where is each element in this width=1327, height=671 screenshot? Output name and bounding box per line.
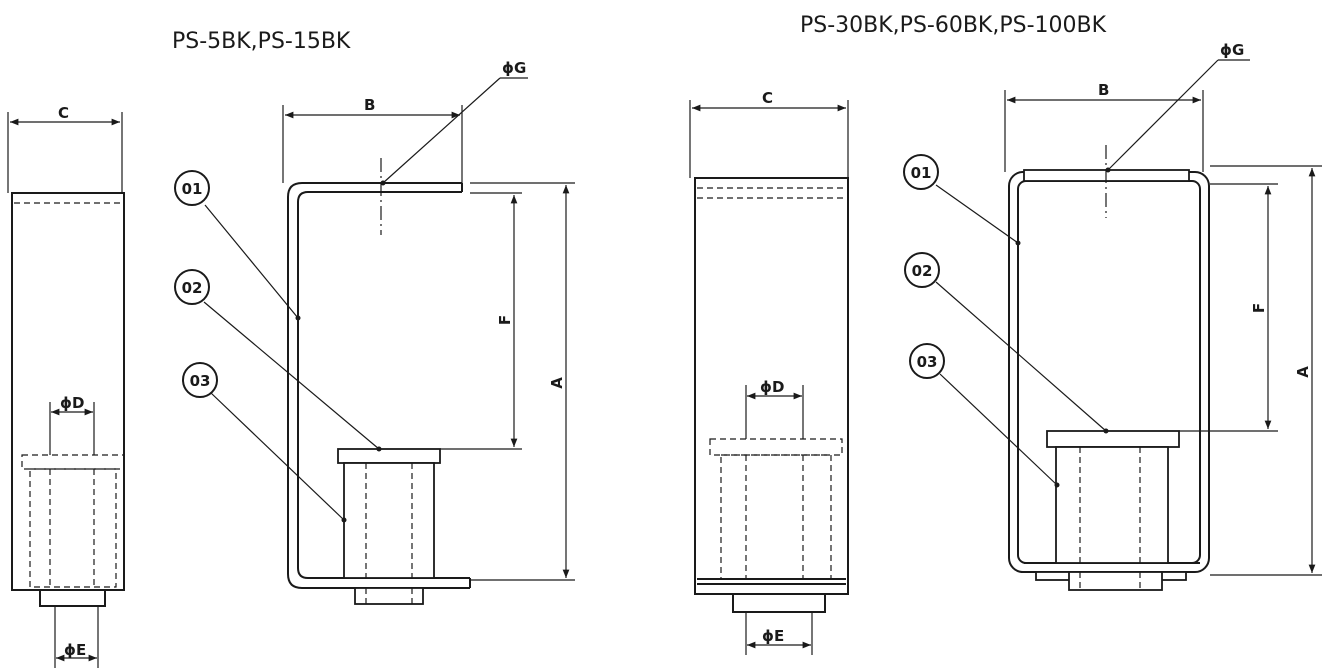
balloon-01-right: [903, 154, 939, 190]
balloon-03-right-label: 03: [917, 353, 938, 371]
left-front-view: B ϕG F A 01 02 03: [174, 59, 575, 605]
dim-a-left: A: [548, 377, 566, 389]
dim-g-right: ϕG: [1220, 41, 1244, 59]
dim-c-right: C: [762, 89, 773, 107]
balloon-02-right: [904, 252, 940, 288]
balloon-01-left: [174, 170, 210, 206]
balloon-03-left: [182, 362, 218, 398]
balloon-02-right-label: 02: [912, 262, 933, 280]
balloon-02-left-label: 02: [182, 279, 203, 297]
dim-c-left: C: [58, 104, 69, 122]
right-front-view: B ϕG F A 01 02 03: [903, 41, 1322, 591]
dim-b-right: B: [1098, 81, 1109, 99]
dim-a-right: A: [1294, 366, 1312, 378]
dim-g-left: ϕG: [502, 59, 526, 77]
balloon-01-left-label: 01: [182, 180, 203, 198]
title-right: PS-30BK,PS-60BK,PS-100BK: [800, 13, 1107, 38]
left-side-view: C ϕD ϕE: [7, 104, 125, 668]
right-side-view: C ϕD ϕE: [689, 89, 849, 655]
balloon-03-left-label: 03: [190, 372, 211, 390]
dim-e-right: ϕE: [762, 627, 784, 645]
dim-e-left: ϕE: [64, 641, 86, 659]
dim-d-left: ϕD: [60, 394, 84, 412]
dim-f-right: F: [1250, 303, 1268, 313]
balloon-03-right: [909, 343, 945, 379]
dim-b-left: B: [364, 96, 375, 114]
dim-d-right: ϕD: [760, 378, 784, 396]
balloon-02-left: [174, 269, 210, 305]
title-left: PS-5BK,PS-15BK: [172, 29, 351, 54]
balloon-01-right-label: 01: [911, 164, 932, 182]
dim-f-left: F: [496, 315, 514, 325]
